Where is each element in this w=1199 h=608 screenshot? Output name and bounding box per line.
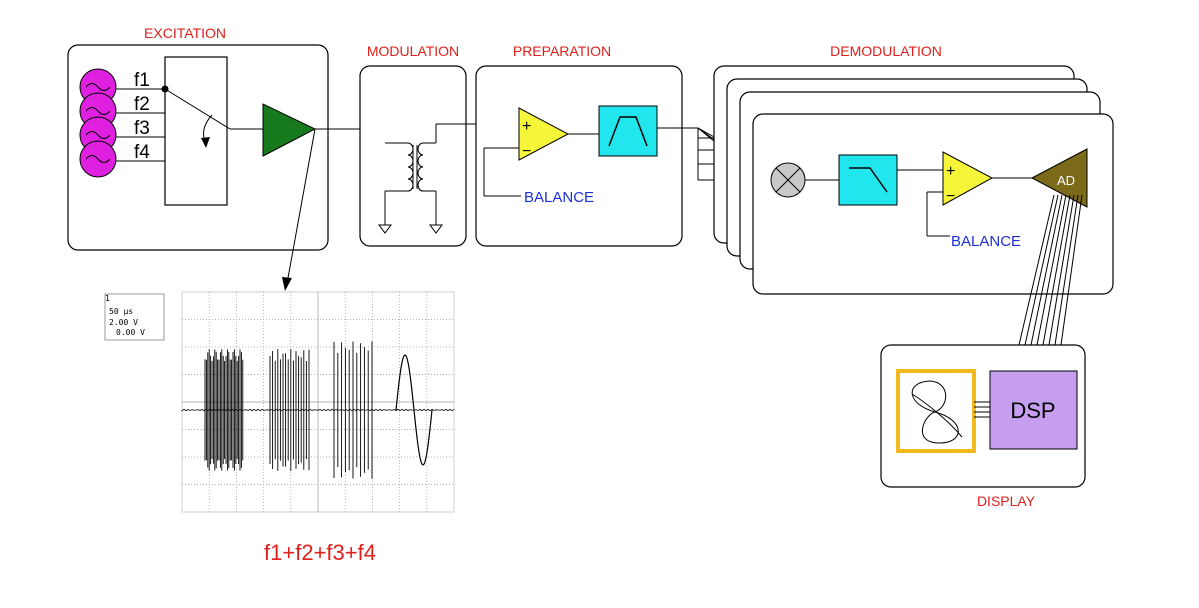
balance-label-demodulation: BALANCE <box>951 233 1021 250</box>
bandpass-filter <box>598 105 658 157</box>
ad-converter-icon <box>1030 148 1088 208</box>
frequency-label-f3: f3 <box>134 118 150 139</box>
frequency-label-f4: f4 <box>134 142 150 163</box>
frequency-label-f2: f2 <box>134 94 150 115</box>
sine-symbol-icon <box>85 131 111 139</box>
transformer-icon <box>384 124 437 225</box>
sine-generators <box>79 68 117 178</box>
dsp-block <box>989 370 1078 450</box>
lissajous-figure-icon <box>911 380 963 444</box>
demodulation-channel-1 <box>752 113 1114 295</box>
balance-label-preparation: BALANCE <box>524 189 594 206</box>
demodulation-opamp-icon <box>942 151 994 206</box>
section-title-modulation: MODULATION <box>367 43 459 59</box>
section-title-excitation: EXCITATION <box>144 25 226 41</box>
opamp-minus-sign: − <box>522 143 531 160</box>
ground-icon <box>429 224 443 234</box>
oscilloscope-channel-marker: 1 <box>105 294 110 303</box>
preparation-opamp-icon <box>518 107 570 161</box>
multiplexer-switch <box>164 56 228 206</box>
ad-converter-label: AD <box>1057 173 1075 188</box>
oscilloscope-offset: 0.00 V <box>116 328 145 337</box>
data-bus-wires <box>1018 194 1083 346</box>
opamp-plus-sign: + <box>946 163 955 180</box>
signal-sum-label: f1+f2+f3+f4 <box>264 540 376 565</box>
oscilloscope-info-box <box>104 293 165 341</box>
ground-icon <box>378 224 392 234</box>
opamp-plus-sign: + <box>522 118 531 135</box>
section-title-preparation: PREPARATION <box>513 43 611 59</box>
sine-symbol-icon <box>85 107 111 115</box>
arrow-to-oscilloscope-icon <box>282 277 292 291</box>
opamp-minus-sign: − <box>946 188 955 205</box>
oscilloscope-capture: 1 50 μs 2.00 V 0.00 V <box>104 291 455 513</box>
sine-symbol-icon <box>85 83 111 91</box>
oscilloscope-volts-div: 2.00 V <box>109 318 138 327</box>
lowpass-filter <box>838 154 898 206</box>
lowpass-icon <box>849 167 888 193</box>
section-title-demodulation: DEMODULATION <box>830 43 942 59</box>
frequency-label-f1: f1 <box>134 70 150 91</box>
bandpass-icon <box>608 116 648 147</box>
oscilloscope-trace <box>181 341 455 479</box>
sine-symbol-icon <box>85 155 111 163</box>
section-title-display: DISPLAY <box>977 493 1036 509</box>
oscilloscope-timebase: 50 μs <box>109 307 133 316</box>
excitation-amplifier-icon <box>262 103 317 157</box>
dsp-label: DSP <box>1010 398 1055 423</box>
